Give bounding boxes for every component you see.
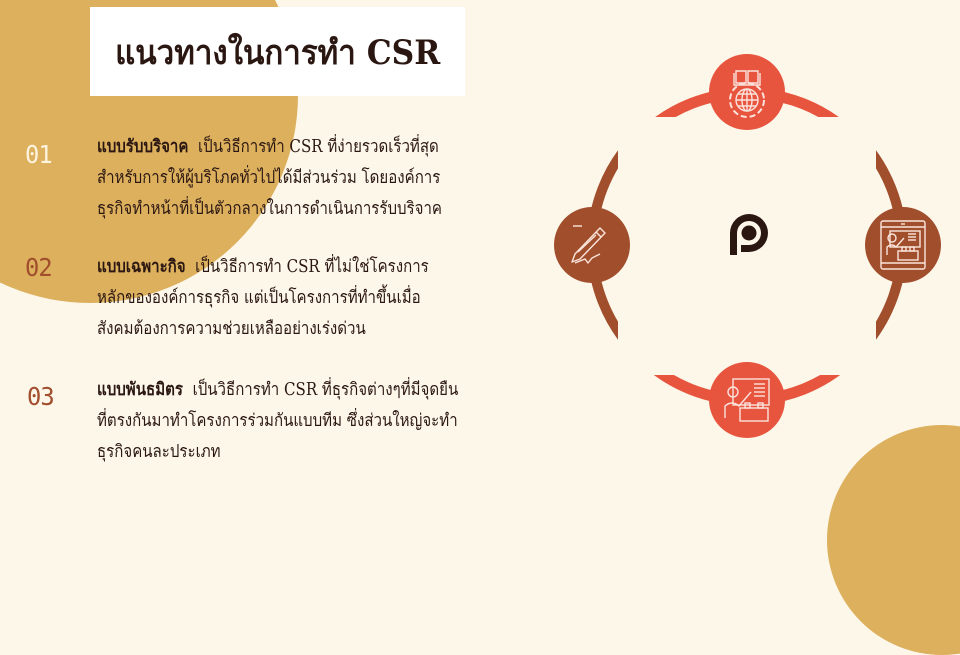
book-globe-icon (729, 70, 765, 118)
item-text: แบบรับบริจาค เป็นวิธีการทำ CSR ที่ง่ายรว… (97, 132, 537, 225)
item-line: ที่ตรงกันมาทำโครงการร่วมกันแบบทีม ซึ่งส่… (97, 411, 458, 431)
item-number: 02 (25, 253, 53, 282)
item-text: แบบเฉพาะกิจ เป็นวิธีการทำ CSR ที่ไม่ใช่โ… (97, 252, 537, 345)
logo-icon (730, 214, 768, 255)
slide-title: แนวทางในการทำ CSR (114, 32, 441, 73)
tablet-presentation-icon (880, 220, 926, 270)
node-right (865, 207, 941, 283)
item-line: หลักขององค์การธุรกิจ แต่เป็นโครงการที่ทำ… (97, 288, 421, 308)
item-line: ธุรกิจทำหน้าที่เป็นตัวกลางในการดำเนินการ… (97, 199, 442, 219)
item-number: 03 (27, 382, 55, 411)
node-left (554, 207, 630, 283)
item-line: สำหรับการให้ผู้บริโภคทั่วไปได้มีส่วนร่วม… (97, 168, 441, 188)
item-heading: แบบรับบริจาค (97, 137, 189, 157)
node-bottom (709, 362, 785, 438)
item-heading: แบบพันธมิตร (97, 380, 183, 400)
node-top (709, 54, 785, 130)
item-heading: แบบเฉพาะกิจ (97, 257, 186, 277)
item-line: ธุรกิจคนละประเภท (97, 442, 221, 462)
item-line: เป็นวิธีการทำ CSR ที่ไม่ใช่โครงการ (195, 257, 429, 277)
presentation-board-icon (724, 378, 770, 422)
item-number: 01 (25, 140, 53, 169)
item-line: สังคมต้องการความช่วยเหลืออย่างเร่งด่วน (97, 319, 366, 339)
pencil-icon (571, 225, 606, 264)
decor-circle-bottom-right (827, 425, 960, 655)
title-box: แนวทางในการทำ CSR (90, 7, 465, 96)
item-text: แบบพันธมิตร เป็นวิธีการทำ CSR ที่ธุรกิจต… (97, 375, 537, 468)
item-line: เป็นวิธีการทำ CSR ที่ธุรกิจต่างๆที่มีจุด… (192, 380, 459, 400)
item-line: เป็นวิธีการทำ CSR ที่ง่ายรวดเร็วที่สุด (198, 137, 439, 157)
